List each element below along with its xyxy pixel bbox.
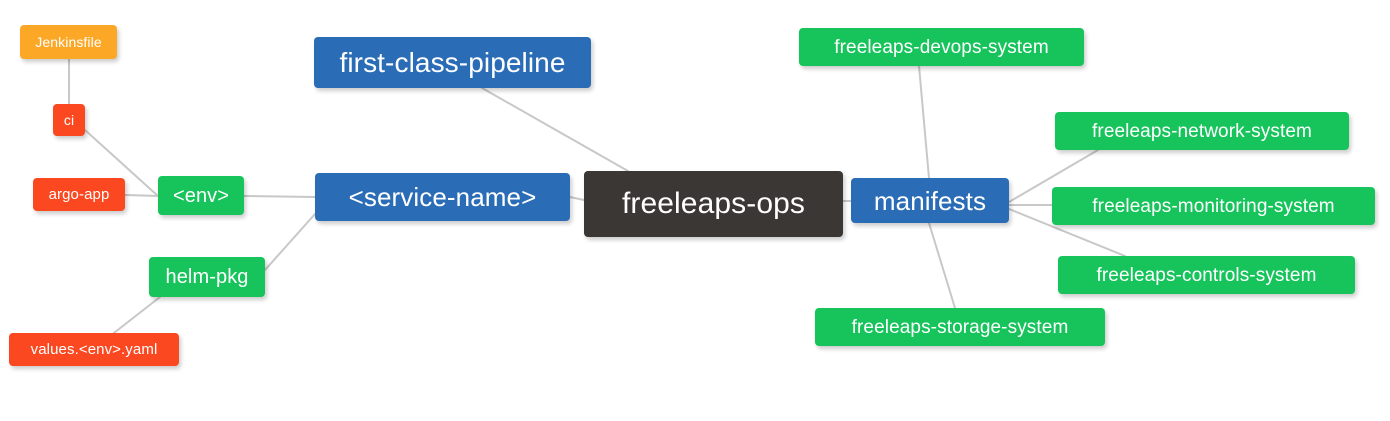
node-jenkinsfile[interactable]: Jenkinsfile — [20, 25, 117, 59]
node-label-freeleaps-controls-system: freeleaps-controls-system — [1096, 264, 1317, 286]
node-label-helm-pkg: helm-pkg — [165, 266, 249, 288]
node-service-name[interactable]: <service-name> — [315, 173, 570, 221]
node-label-freeleaps-monitoring-system: freeleaps-monitoring-system — [1092, 195, 1335, 217]
node-label-argo-app: argo-app — [48, 186, 110, 203]
node-freeleaps-network-system[interactable]: freeleaps-network-system — [1055, 112, 1349, 150]
node-label-jenkinsfile: Jenkinsfile — [35, 34, 102, 50]
node-label-env: <env> — [172, 184, 230, 207]
node-label-freeleaps-storage-system: freeleaps-storage-system — [851, 316, 1069, 338]
node-argo-app[interactable]: argo-app — [33, 178, 125, 211]
node-freeleaps-ops[interactable]: freeleaps-ops — [584, 171, 843, 237]
edge-env-to-service-name — [243, 195, 316, 198]
edge-helm-pkg-to-values-yaml — [109, 296, 161, 337]
node-first-class-pipeline[interactable]: first-class-pipeline — [314, 37, 591, 88]
node-freeleaps-controls-system[interactable]: freeleaps-controls-system — [1058, 256, 1355, 294]
node-freeleaps-devops-system[interactable]: freeleaps-devops-system — [799, 28, 1084, 66]
node-values-yaml[interactable]: values.<env>.yaml — [9, 333, 179, 366]
node-label-freeleaps-ops: freeleaps-ops — [621, 187, 806, 220]
node-ci[interactable]: ci — [53, 104, 85, 136]
node-label-manifests: manifests — [873, 185, 987, 216]
node-label-values-yaml: values.<env>.yaml — [30, 341, 158, 358]
node-freeleaps-monitoring-system[interactable]: freeleaps-monitoring-system — [1052, 187, 1375, 225]
edge-first-class-pipeline-to-freeleaps-ops — [481, 87, 629, 172]
node-helm-pkg[interactable]: helm-pkg — [149, 257, 265, 297]
edge-manifests-to-freeleaps-devops-system — [918, 65, 930, 179]
edge-service-name-to-freeleaps-ops — [569, 196, 585, 201]
edge-service-name-to-helm-pkg — [264, 213, 316, 271]
node-label-service-name: <service-name> — [348, 182, 537, 212]
edge-manifests-to-freeleaps-storage-system — [928, 222, 956, 309]
node-manifests[interactable]: manifests — [851, 178, 1009, 223]
node-label-ci: ci — [63, 112, 75, 128]
edge-argo-app-to-env — [124, 194, 159, 197]
node-env[interactable]: <env> — [158, 176, 244, 215]
node-freeleaps-storage-system[interactable]: freeleaps-storage-system — [815, 308, 1105, 346]
node-label-freeleaps-network-system: freeleaps-network-system — [1092, 120, 1312, 142]
node-label-freeleaps-devops-system: freeleaps-devops-system — [834, 36, 1049, 58]
node-label-first-class-pipeline: first-class-pipeline — [339, 46, 566, 78]
